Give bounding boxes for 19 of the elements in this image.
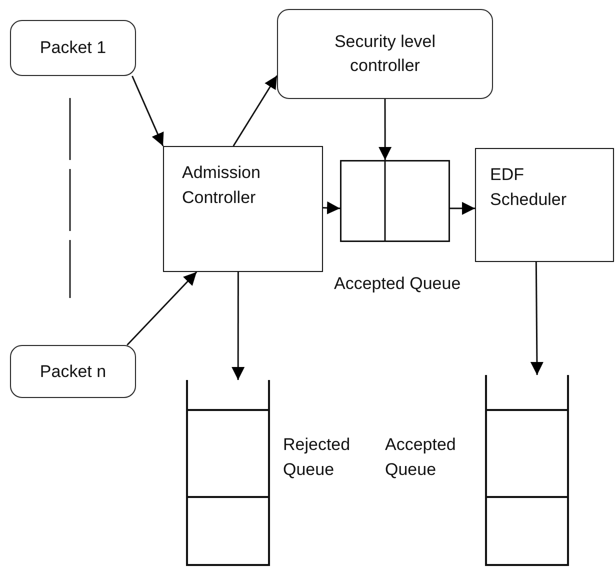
queue-box — [340, 160, 450, 242]
arrow — [322, 201, 340, 214]
arrow — [232, 272, 245, 380]
arrow — [450, 202, 475, 215]
arrow — [126, 271, 198, 346]
arrow — [232, 75, 278, 146]
queue-label: Rejected Queue — [283, 434, 352, 481]
queue-stack — [186, 380, 270, 566]
arrow — [530, 262, 544, 375]
queue-label: Accepted Queue — [334, 273, 461, 295]
process-box: EDF Scheduler — [475, 148, 614, 262]
rounded-box: Packet 1 — [10, 20, 136, 76]
arrow — [132, 76, 164, 146]
queue-stack — [485, 375, 569, 566]
process-box: Admission Controller — [163, 146, 323, 272]
arrow — [378, 99, 392, 160]
queue-label: Accepted Queue — [385, 434, 457, 481]
rounded-box: Security level controller — [277, 9, 493, 99]
rounded-box: Packet n — [10, 345, 136, 398]
